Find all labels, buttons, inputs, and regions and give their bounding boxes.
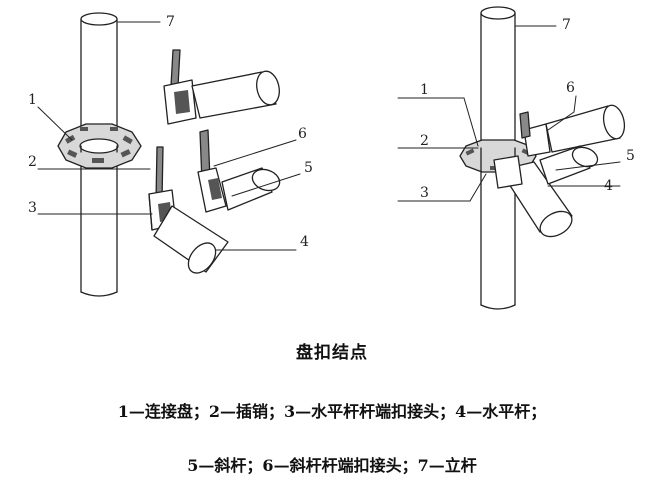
right-label-3: 3 — [420, 185, 429, 201]
right-label-4: 4 — [604, 178, 613, 194]
scaffold-node-diagram: 7 1 2 3 4 5 6 — [28, 6, 635, 310]
right-label-7: 7 — [562, 17, 571, 33]
right-leader-lines — [397, 25, 621, 202]
figure-title: 盘扣结点 — [296, 343, 368, 363]
right-horizontal-bar — [493, 155, 573, 238]
left-leader-lines — [37, 21, 301, 251]
left-connecting-disc — [57, 123, 142, 169]
left-diagonal-coupler — [197, 129, 227, 213]
left-diagonal-bar — [221, 167, 281, 211]
legend-line-2: 5—斜杆；6—斜杆杆端扣接头；7—立杆 — [187, 456, 477, 475]
left-upper-coupler — [163, 49, 280, 125]
left-label-4: 4 — [300, 234, 309, 250]
left-label-6: 6 — [298, 126, 307, 142]
right-upper-bar — [519, 104, 626, 157]
left-label-1: 1 — [28, 92, 37, 108]
right-number-labels: 7 1 2 3 6 5 4 — [420, 17, 635, 201]
right-diagonal-bar — [539, 145, 599, 185]
left-horizontal-coupler — [148, 146, 177, 231]
right-label-1: 1 — [420, 82, 429, 98]
right-label-2: 2 — [420, 133, 429, 149]
left-number-labels: 7 1 2 3 4 5 6 — [28, 14, 313, 250]
left-exploded-view: 7 1 2 3 4 5 6 — [28, 12, 313, 297]
right-assembled-view: 7 1 2 3 6 5 4 — [397, 6, 635, 310]
left-label-5: 5 — [304, 160, 313, 176]
left-label-7: 7 — [166, 14, 175, 30]
right-label-5: 5 — [626, 148, 635, 164]
left-label-3: 3 — [28, 200, 37, 216]
legend-line-1: 1—连接盘；2—插销；3—水平杆杆端扣接头；4—水平杆； — [117, 402, 547, 421]
left-horizontal-bar — [153, 205, 229, 274]
right-label-6: 6 — [566, 80, 575, 96]
left-label-2: 2 — [28, 154, 37, 170]
